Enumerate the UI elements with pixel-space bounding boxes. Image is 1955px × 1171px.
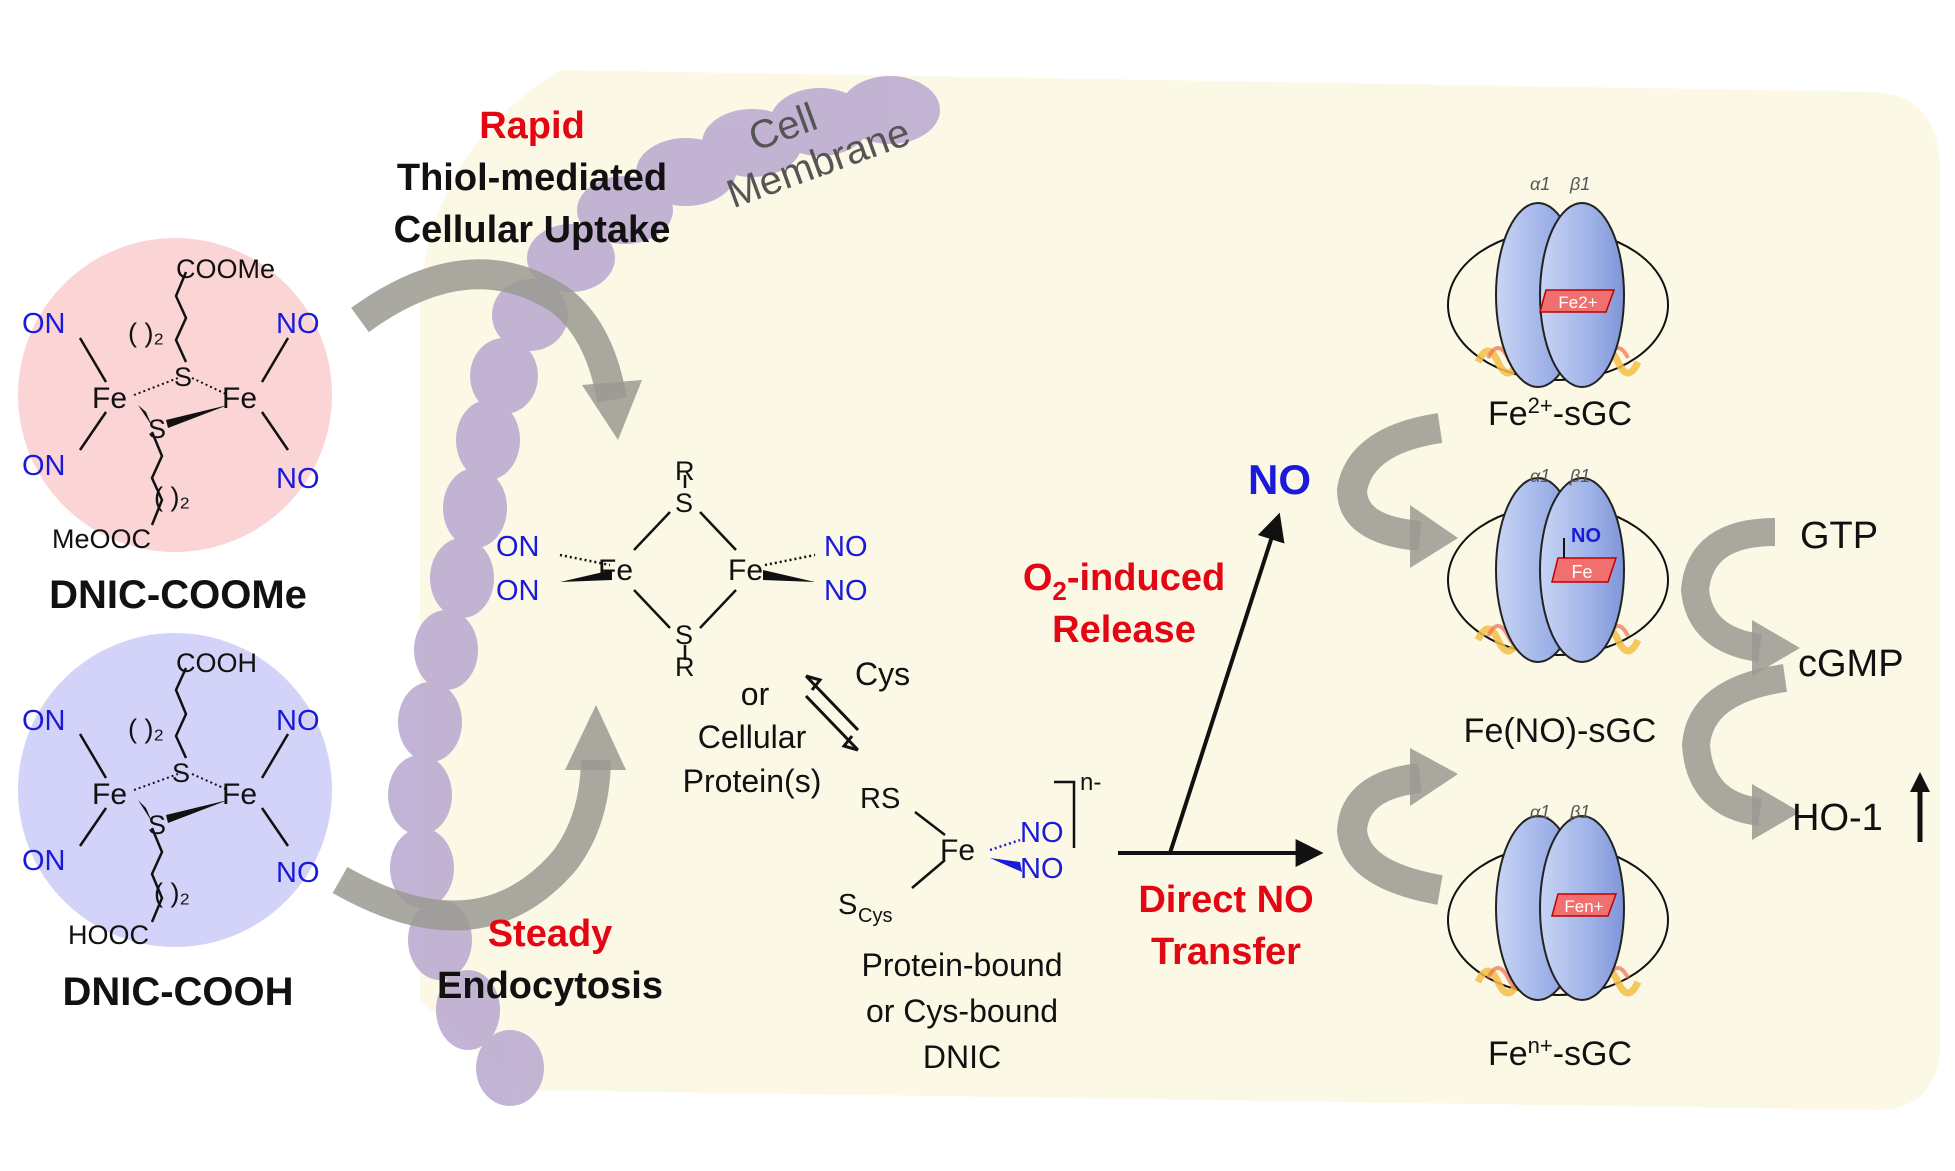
equilibrium-arrows — [804, 674, 860, 752]
o2-release-label: O2-induced Release — [1023, 557, 1225, 651]
svg-text:Transfer: Transfer — [1151, 931, 1301, 973]
svg-text:ON: ON — [22, 845, 66, 877]
svg-text:Direct NO: Direct NO — [1138, 879, 1313, 921]
svg-text:Fe: Fe — [92, 382, 127, 415]
svg-text:NO: NO — [276, 463, 320, 495]
dnic-coome-molecule: ON ON NO NO Fe Fe S S ( )₂ ( )₂ COOMe Me… — [18, 238, 332, 554]
sgc-fe2-label: Fe2+-sGC — [1488, 393, 1632, 433]
sgc-fe2-enzyme: Fe2+ α1 β1 — [1447, 174, 1669, 388]
svg-text:Fen+: Fen+ — [1564, 897, 1603, 916]
equilibrium-label: or Cellular Protein(s) — [683, 676, 822, 799]
svg-text:Fe: Fe — [222, 382, 257, 415]
svg-text:RS: RS — [860, 783, 900, 815]
svg-text:α1: α1 — [1530, 466, 1550, 486]
protein-bound-dnic: RS Fe NO NO n- S Cys — [838, 769, 1101, 927]
gtp-label: GTP — [1800, 515, 1878, 557]
svg-text:O2-induced: O2-induced — [1023, 557, 1225, 606]
svg-text:NO: NO — [1020, 853, 1064, 885]
svg-text:Steady: Steady — [488, 913, 613, 955]
svg-text:Rapid: Rapid — [479, 105, 585, 147]
svg-text:Fe: Fe — [1571, 562, 1592, 582]
rapid-uptake-arrow — [351, 259, 627, 403]
svg-text:ON: ON — [496, 575, 540, 607]
o2-release-arrow — [1168, 512, 1285, 854]
svg-text:NO: NO — [276, 857, 320, 889]
svg-text:S: S — [148, 414, 166, 444]
rapid-uptake-label: Rapid Thiol-mediated Cellular Uptake — [394, 105, 671, 251]
svg-text:S: S — [148, 810, 166, 840]
svg-text:MeOOC: MeOOC — [52, 524, 151, 554]
svg-text:β1: β1 — [1569, 174, 1590, 194]
svg-text:S: S — [675, 620, 693, 650]
steady-endocytosis-label: Steady Endocytosis — [437, 913, 663, 1007]
svg-text:COOMe: COOMe — [176, 254, 275, 284]
protein-bound-dnic-label: Protein-bound or Cys-bound DNIC — [861, 947, 1062, 1075]
svg-text:( )₂: ( )₂ — [154, 878, 190, 908]
svg-text:( )₂: ( )₂ — [154, 482, 190, 512]
steady-endocytosis-arrow — [332, 759, 611, 931]
equilibrium-cys: Cys — [855, 656, 910, 692]
dnic-cooh-molecule: ON ON NO NO Fe Fe S S ( )₂ ( )₂ COOH HOO… — [18, 633, 332, 950]
svg-text:Cellular Uptake: Cellular Uptake — [394, 209, 671, 251]
svg-text:or Cys-bound: or Cys-bound — [866, 993, 1058, 1029]
no-to-sgc-arrow-bottom — [1336, 763, 1443, 905]
svg-text:NO: NO — [276, 705, 320, 737]
svg-text:ON: ON — [22, 308, 66, 340]
sgc-fen-label: Fen+-sGC — [1488, 1033, 1632, 1073]
svg-text:( )₂: ( )₂ — [128, 714, 164, 744]
released-no: NO — [1248, 456, 1311, 503]
svg-text:NO: NO — [824, 531, 868, 563]
cgmp-label: cGMP — [1798, 643, 1904, 685]
svg-text:Cys: Cys — [858, 905, 892, 927]
svg-text:ON: ON — [496, 531, 540, 563]
svg-text:R: R — [675, 456, 695, 486]
svg-text:Protein(s): Protein(s) — [683, 763, 822, 799]
svg-text:ON: ON — [22, 450, 66, 482]
sgc-fe-no-label: Fe(NO)-sGC — [1464, 712, 1657, 750]
svg-text:S: S — [172, 758, 190, 788]
svg-text:NO: NO — [824, 575, 868, 607]
svg-text:HOOC: HOOC — [68, 920, 149, 950]
dnic-coome-name: DNIC-COOMe — [49, 573, 307, 617]
ho1-label: HO-1 — [1792, 797, 1883, 839]
svg-text:β1: β1 — [1569, 466, 1590, 486]
cgmp-to-ho1-arrow — [1681, 664, 1788, 826]
svg-text:Fe: Fe — [728, 554, 763, 587]
svg-text:DNIC: DNIC — [923, 1039, 1001, 1075]
svg-text:Endocytosis: Endocytosis — [437, 965, 663, 1007]
svg-text:α1: α1 — [1530, 802, 1550, 822]
rre-dnic-structure: R S S R Fe Fe ON ON NO NO — [496, 456, 868, 682]
svg-text:S: S — [675, 488, 693, 518]
gtp-to-cgmp-arrow — [1680, 518, 1776, 662]
svg-text:NO: NO — [276, 308, 320, 340]
svg-text:NO: NO — [1020, 817, 1064, 849]
svg-text:Fe: Fe — [222, 778, 257, 811]
svg-text:Thiol-mediated: Thiol-mediated — [397, 157, 667, 199]
svg-text:ON: ON — [22, 705, 66, 737]
svg-text:Fe: Fe — [92, 778, 127, 811]
svg-text:α1: α1 — [1530, 174, 1550, 194]
dnic-cooh-name: DNIC-COOH — [62, 970, 293, 1014]
svg-text:Cellular: Cellular — [698, 719, 807, 755]
direct-transfer-label: Direct NO Transfer — [1138, 879, 1313, 973]
svg-text:Fe: Fe — [598, 554, 633, 587]
svg-text:n-: n- — [1080, 769, 1101, 796]
svg-text:Fe: Fe — [940, 834, 975, 867]
svg-text:( )₂: ( )₂ — [128, 318, 164, 348]
svg-text:S: S — [174, 362, 192, 392]
svg-text:or: or — [741, 676, 770, 712]
sgc-fen-enzyme: Fen+ α1 β1 — [1447, 802, 1669, 1001]
ho1-upregulation-arrow-icon — [1910, 772, 1930, 842]
svg-text:β1: β1 — [1569, 802, 1590, 822]
svg-text:S: S — [838, 889, 857, 921]
no-to-sgc-arrow-top — [1336, 413, 1443, 551]
sgc-fe-no-enzyme: NO Fe α1 β1 — [1447, 466, 1669, 663]
svg-text:Fe2+: Fe2+ — [1558, 293, 1597, 312]
svg-text:Protein-bound: Protein-bound — [861, 947, 1062, 983]
svg-text:COOH: COOH — [176, 648, 257, 678]
svg-text:NO: NO — [1571, 525, 1601, 547]
svg-text:Release: Release — [1052, 609, 1196, 651]
svg-text:R: R — [675, 652, 695, 682]
